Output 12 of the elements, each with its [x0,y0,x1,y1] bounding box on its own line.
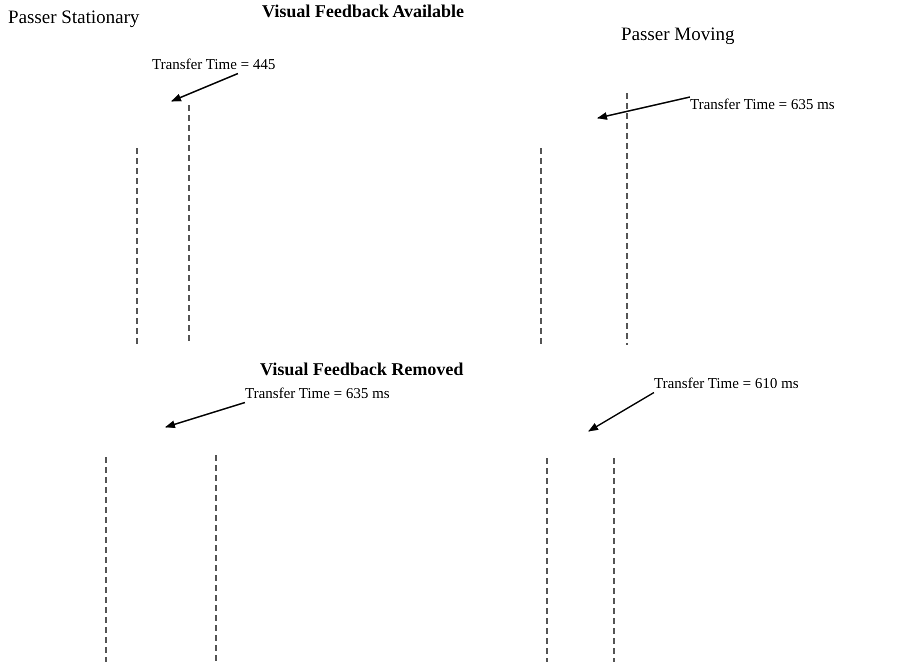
panel-label: Passer Moving [621,25,734,46]
arrow [165,402,246,428]
section-heading: Visual Feedback Available [262,2,464,22]
arrow [597,96,690,120]
transfer-time-label: Transfer Time = 635 ms [245,386,390,402]
transfer-time-label: Transfer Time = 445 [152,57,276,74]
arrow [588,392,654,432]
section-heading: Visual Feedback Removed [260,360,464,380]
transfer-time-label: Transfer Time = 635 ms [690,97,835,114]
panel-label: Passer Stationary [8,8,140,29]
arrow [171,72,238,102]
transfer-time-label: Transfer Time = 610 ms [654,376,799,392]
